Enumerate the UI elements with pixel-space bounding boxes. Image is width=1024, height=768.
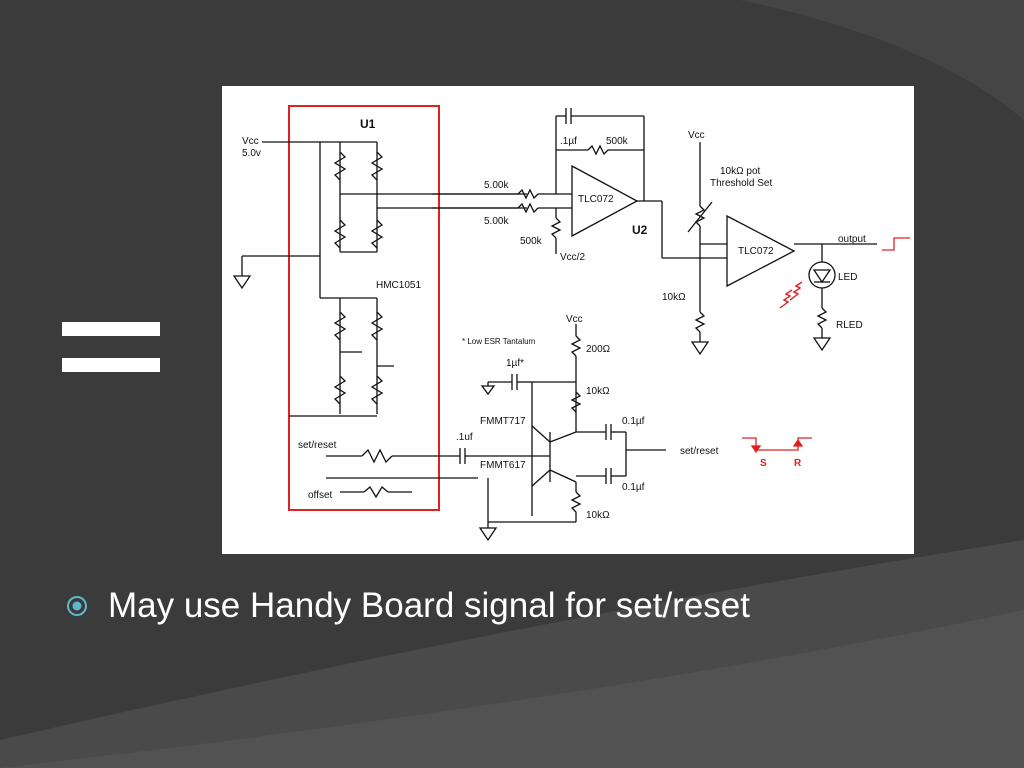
setreset-in-label: set/reset	[298, 440, 337, 451]
feedback-cap-label: .1µf	[560, 136, 577, 147]
circuit-schematic: Vcc 5.0v U1 HMC1051 set/reset offset .1u…	[222, 86, 914, 554]
led-label: LED	[838, 272, 857, 283]
offset-label: offset	[308, 490, 332, 501]
output-label: output	[838, 234, 866, 245]
pot-label-2: Threshold Set	[710, 178, 772, 189]
sensor-label: HMC1051	[376, 280, 421, 291]
res-in2-label: 5.00k	[484, 216, 509, 227]
vcc2-label: Vcc	[688, 130, 705, 141]
opamp1-label: TLC072	[578, 194, 614, 205]
cap-01b-label: 0.1µf	[622, 482, 645, 493]
opamp2-label: TLC072	[738, 246, 774, 257]
note-label: * Low ESR Tantalum	[462, 337, 536, 346]
res-200-label: 200Ω	[586, 344, 611, 355]
r-label: R	[794, 458, 802, 469]
s-label: S	[760, 458, 767, 469]
vcc3-label: Vcc	[566, 314, 583, 325]
setreset-out-label: set/reset	[680, 446, 719, 457]
u1-label: U1	[360, 117, 376, 131]
vcc-value: 5.0v	[242, 148, 261, 159]
vcc-half-label: Vcc/2	[560, 252, 585, 263]
bullet-circle-icon	[67, 596, 87, 616]
res-10k2-label: 10kΩ	[586, 386, 610, 397]
res-10k-label: 10kΩ	[662, 292, 686, 303]
pot-label-1: 10kΩ pot	[720, 166, 761, 177]
res-500k-label: 500k	[520, 236, 543, 247]
feedback-res-label: 500k	[606, 136, 629, 147]
res-in1-label: 5.00k	[484, 180, 509, 191]
cap-01a-label: 0.1µf	[622, 416, 645, 427]
res-10k3-label: 10kΩ	[586, 510, 610, 521]
q1-label: FMMT717	[480, 416, 526, 427]
cap-tant-label: 1µf*	[506, 358, 524, 369]
u2-label: U2	[632, 223, 648, 237]
rled-label: RLED	[836, 320, 863, 331]
q2-label: FMMT617	[480, 460, 526, 471]
vcc-label: Vcc	[242, 136, 259, 147]
cap-1uf-label: .1uf	[456, 432, 473, 443]
bullet-text: May use Handy Board signal for set/reset	[108, 586, 750, 625]
